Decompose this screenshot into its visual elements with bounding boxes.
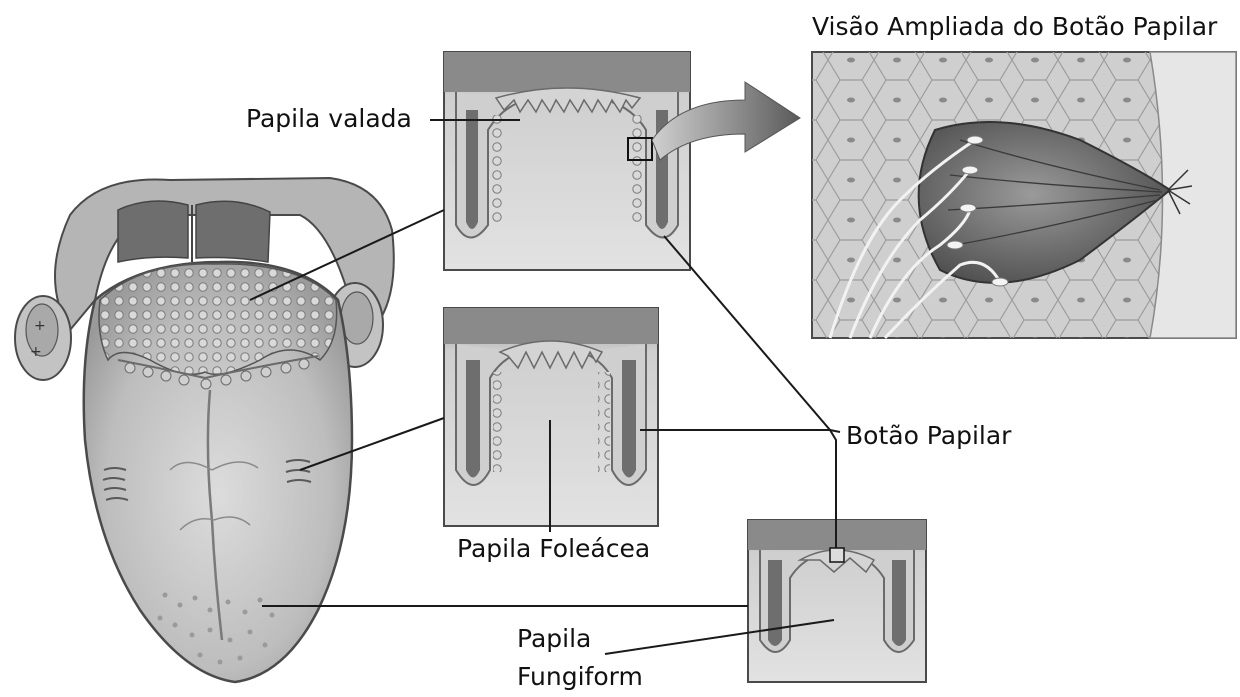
svg-text:+: + <box>34 318 46 334</box>
label-papila-fungiform-line1: Papila <box>517 626 591 651</box>
enlarged-view-title: Visão Ampliada do Botão Papilar <box>812 14 1217 39</box>
taste-bud-enlarged-panel <box>812 52 1236 338</box>
vallate-papilla-panel <box>444 52 690 270</box>
label-botao-papilar: Botão Papilar <box>846 423 1011 448</box>
label-papila-fungiform-line2: Fungiform <box>517 664 643 689</box>
label-papila-foleacea: Papila Foleácea <box>457 536 650 561</box>
svg-text:+: + <box>30 344 42 360</box>
label-papila-valada: Papila valada <box>246 106 412 131</box>
